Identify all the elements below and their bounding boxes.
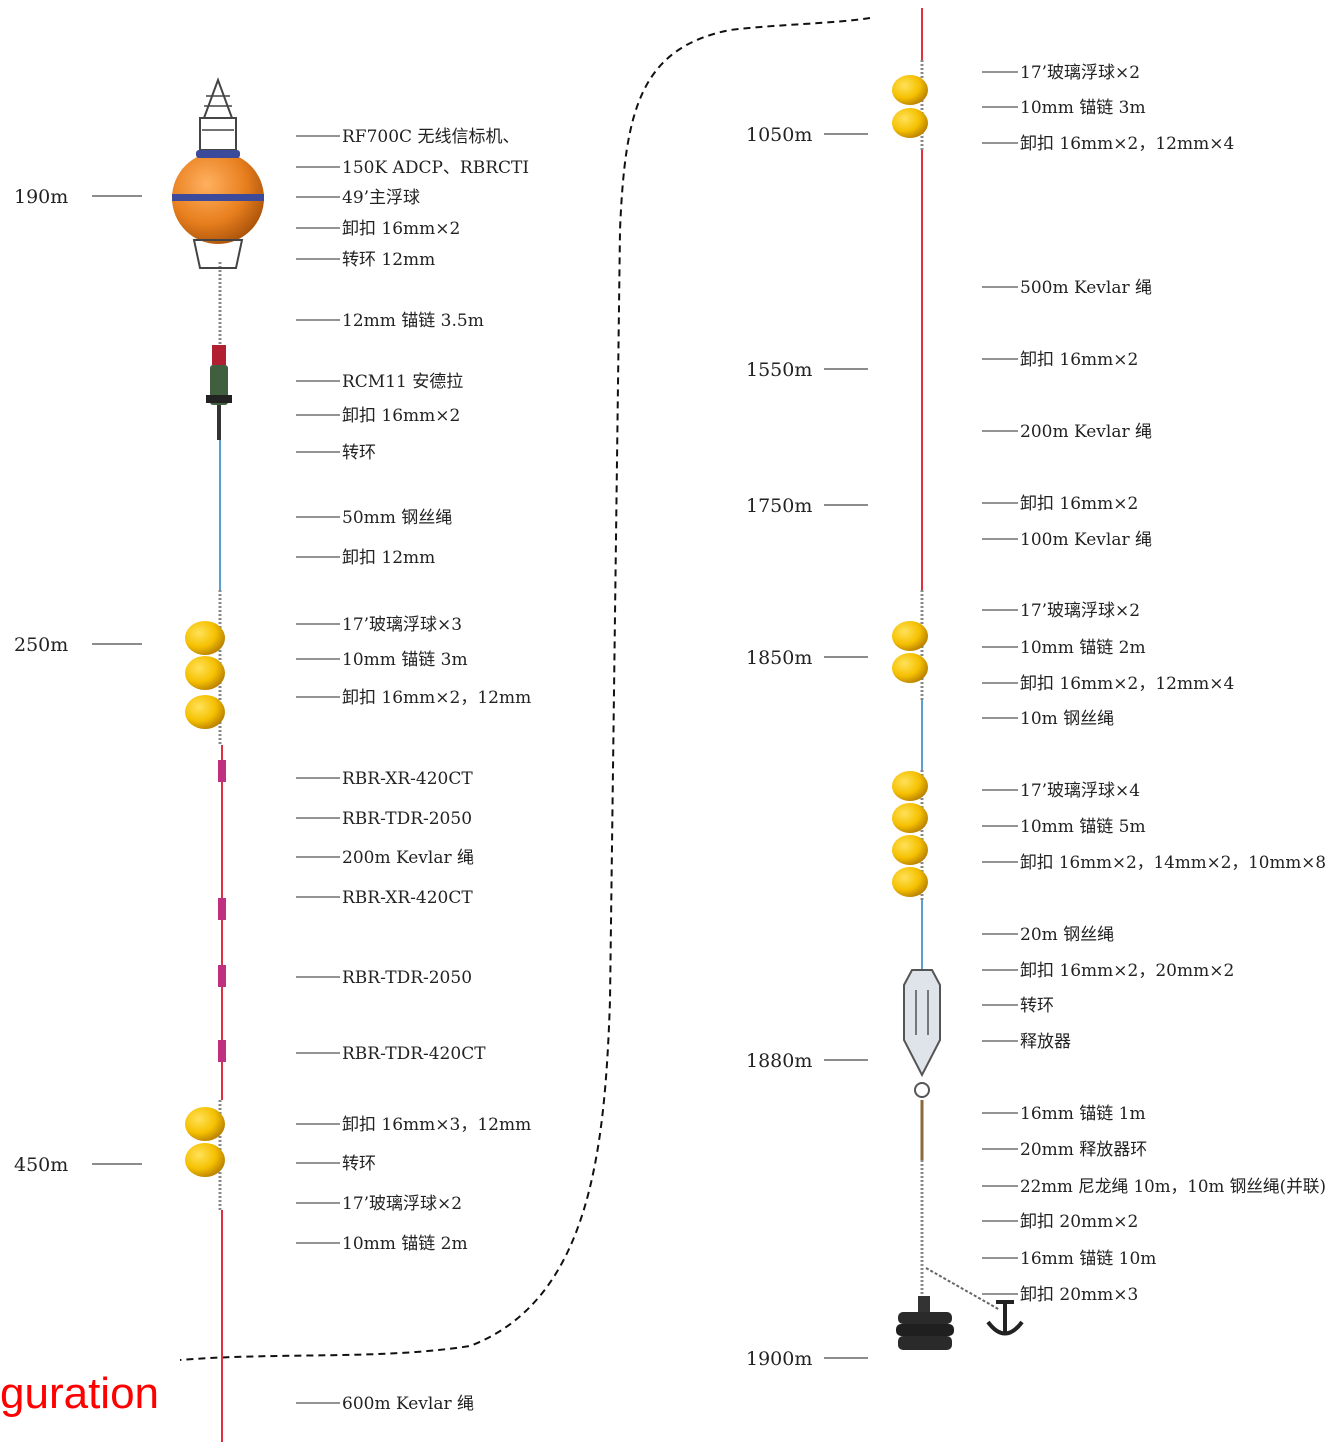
left-component-label: 49’主浮球 <box>342 188 420 208</box>
left-depth-label: 450m <box>14 1154 68 1176</box>
left-component-label: 150K ADCP、RBRCTI <box>342 158 529 178</box>
right-component-label: 卸扣 16mm×2，12mm×4 <box>1020 674 1234 694</box>
right-component-label: 200m Kevlar 绳 <box>1020 422 1152 442</box>
glass-floats-1850m-icon <box>892 621 928 683</box>
left-component-label: 200m Kevlar 绳 <box>342 848 474 868</box>
right-depth-label: 1900m <box>746 1348 812 1370</box>
right-component-label: 17’玻璃浮球×2 <box>1020 601 1140 621</box>
glass-floats-450m-icon <box>185 1107 225 1177</box>
right-component-label: 卸扣 16mm×2 <box>1020 494 1138 514</box>
left-depth-label: 250m <box>14 634 68 656</box>
right-component-labels: 17’玻璃浮球×2 10mm 锚链 3m 卸扣 16mm×2，12mm×4 500m … <box>982 63 1326 1305</box>
right-component-label: 卸扣 16mm×2，14mm×2，10mm×8 <box>1020 853 1326 873</box>
glass-floats-group-4-icon <box>892 771 928 897</box>
left-component-label: RBR-XR-420CT <box>342 769 473 789</box>
left-component-label: 600m Kevlar 绳 <box>342 1394 474 1414</box>
left-component-label: 10mm 锚链 2m <box>342 1234 468 1254</box>
main-buoy-icon <box>172 77 264 269</box>
right-depth-label: 1750m <box>746 495 812 517</box>
acoustic-release-icon <box>903 969 941 1098</box>
right-component-label: 卸扣 16mm×2 <box>1020 350 1138 370</box>
left-component-label: 17’玻璃浮球×3 <box>342 615 462 635</box>
right-component-label: 16mm 锚链 10m <box>1020 1249 1156 1269</box>
left-depth-label: 190m <box>14 186 68 208</box>
left-component-label: 卸扣 16mm×3，12mm <box>342 1115 531 1135</box>
right-component-label: 10m 钢丝绳 <box>1020 709 1114 729</box>
right-component-label: 卸扣 16mm×2，12mm×4 <box>1020 134 1234 154</box>
left-component-label: 转环 <box>342 1154 376 1174</box>
right-component-label: 22mm 尼龙绳 10m，10m 钢丝绳(并联) <box>1020 1177 1326 1197</box>
right-depth-markers: 1050m 1550m 1750m 1850m 1880m 1900m <box>746 124 868 1370</box>
left-component-label: 卸扣 16mm×2，12mm <box>342 688 531 708</box>
anchor-weight-icon <box>896 1296 954 1350</box>
left-component-label: 12mm 锚链 3.5m <box>342 311 484 331</box>
left-component-label: 转环 12mm <box>342 250 435 270</box>
right-component-label: 卸扣 16mm×2，20mm×2 <box>1020 961 1234 981</box>
right-component-label: 10mm 锚链 2m <box>1020 638 1146 658</box>
left-component-label: 50mm 钢丝绳 <box>342 508 452 528</box>
right-component-label: 转环 <box>1020 996 1054 1016</box>
left-component-label: 卸扣 16mm×2 <box>342 219 460 239</box>
glass-floats-1050m-icon <box>892 75 928 138</box>
right-component-label: 10mm 锚链 5m <box>1020 817 1146 837</box>
left-component-label: RBR-TDR-420CT <box>342 1044 486 1064</box>
right-mooring-line <box>920 8 1001 1311</box>
right-depth-label: 1050m <box>746 124 812 146</box>
left-component-label: RBR-XR-420CT <box>342 888 473 908</box>
right-component-label: 500m Kevlar 绳 <box>1020 278 1152 298</box>
right-component-label: 10mm 锚链 3m <box>1020 98 1146 118</box>
left-component-label: 卸扣 16mm×2 <box>342 406 460 426</box>
glass-floats-250m-icon <box>185 621 225 729</box>
right-component-label: 17’玻璃浮球×4 <box>1020 781 1140 801</box>
left-depth-markers: 190m 250m 450m <box>14 186 142 1176</box>
left-component-label: 10mm 锚链 3m <box>342 650 468 670</box>
right-component-label: 20mm 释放器环 <box>1020 1140 1147 1160</box>
right-component-label: 卸扣 20mm×2 <box>1020 1212 1138 1232</box>
left-component-label: 17’玻璃浮球×2 <box>342 1194 462 1214</box>
left-component-label: RF700C 无线信标机、 <box>342 127 519 147</box>
overlay-caption-text: guration <box>0 1369 160 1418</box>
right-depth-label: 1880m <box>746 1050 812 1072</box>
right-component-label: 16mm 锚链 1m <box>1020 1104 1146 1124</box>
current-meter-icon <box>206 345 232 440</box>
right-component-label: 释放器 <box>1020 1032 1071 1052</box>
right-component-label: 100m Kevlar 绳 <box>1020 530 1152 550</box>
left-component-label: 转环 <box>342 443 376 463</box>
right-depth-label: 1850m <box>746 647 812 669</box>
right-component-label: 卸扣 20mm×3 <box>1020 1285 1138 1305</box>
left-component-label: RBR-TDR-2050 <box>342 809 472 829</box>
right-component-label: 20m 钢丝绳 <box>1020 925 1114 945</box>
right-depth-label: 1550m <box>746 359 812 381</box>
left-component-label: 卸扣 12mm <box>342 548 435 568</box>
left-component-label: RBR-TDR-2050 <box>342 968 472 988</box>
left-component-label: RCM11 安德拉 <box>342 372 463 392</box>
anchor-icon <box>986 1300 1024 1336</box>
right-component-label: 17’玻璃浮球×2 <box>1020 63 1140 83</box>
continuation-dashed-curve <box>179 17 871 1361</box>
